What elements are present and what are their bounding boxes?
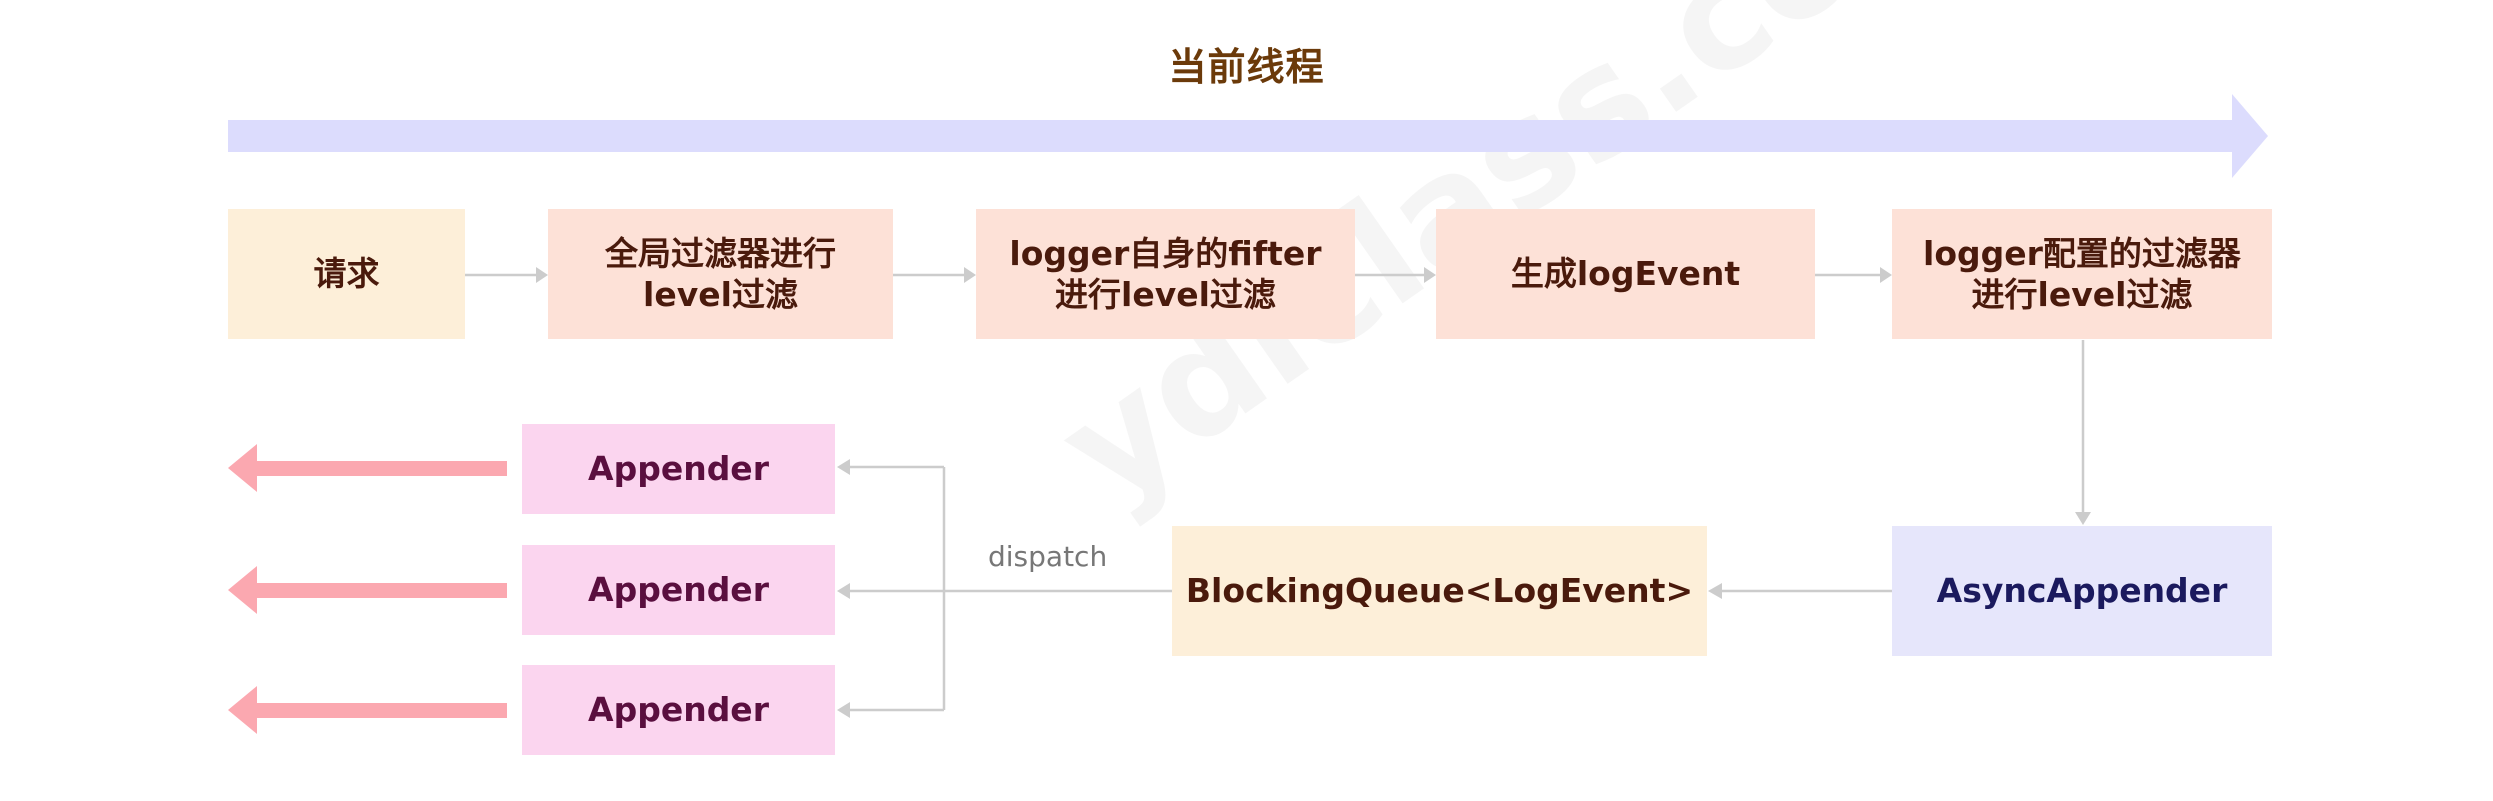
async-appender-box: AsyncAppender <box>1892 526 2272 656</box>
blocking-queue-box: BlockingQueue<LogEvent> <box>1172 526 1707 656</box>
row1-connectors <box>465 267 2091 718</box>
request-box: 请求 <box>228 209 465 339</box>
logger-filter-label: logger自身的fifter 进行level过滤 <box>1009 233 1322 314</box>
appender-box-1: Appender <box>522 424 835 514</box>
appender-box-3: Appender <box>522 665 835 755</box>
appender-output-arrows <box>228 444 507 734</box>
logger-config-filter-box: logger配置的过滤器 进行level过滤 <box>1892 209 2272 339</box>
logger-filter-box: logger自身的fifter 进行level过滤 <box>976 209 1355 339</box>
dispatch-label: dispatch <box>988 540 1108 573</box>
appender-label: Appender <box>588 570 769 610</box>
request-label: 请求 <box>313 254 380 294</box>
appender-box-2: Appender <box>522 545 835 635</box>
appender-label: Appender <box>588 449 769 489</box>
gen-event-label: 生成logEvent <box>1510 254 1741 294</box>
thread-title: 当前线程 <box>1168 45 1325 89</box>
gen-event-box: 生成logEvent <box>1436 209 1815 339</box>
thread-arrow <box>228 94 2268 178</box>
async-appender-label: AsyncAppender <box>1936 571 2228 611</box>
appender-label: Appender <box>588 690 769 730</box>
global-filter-label: 全局过滤器进行 level过滤 <box>605 233 836 314</box>
blocking-queue-label: BlockingQueue<LogEvent> <box>1185 571 1694 611</box>
global-filter-box: 全局过滤器进行 level过滤 <box>548 209 893 339</box>
logger-config-filter-label: logger配置的过滤器 进行level过滤 <box>1923 233 2241 314</box>
